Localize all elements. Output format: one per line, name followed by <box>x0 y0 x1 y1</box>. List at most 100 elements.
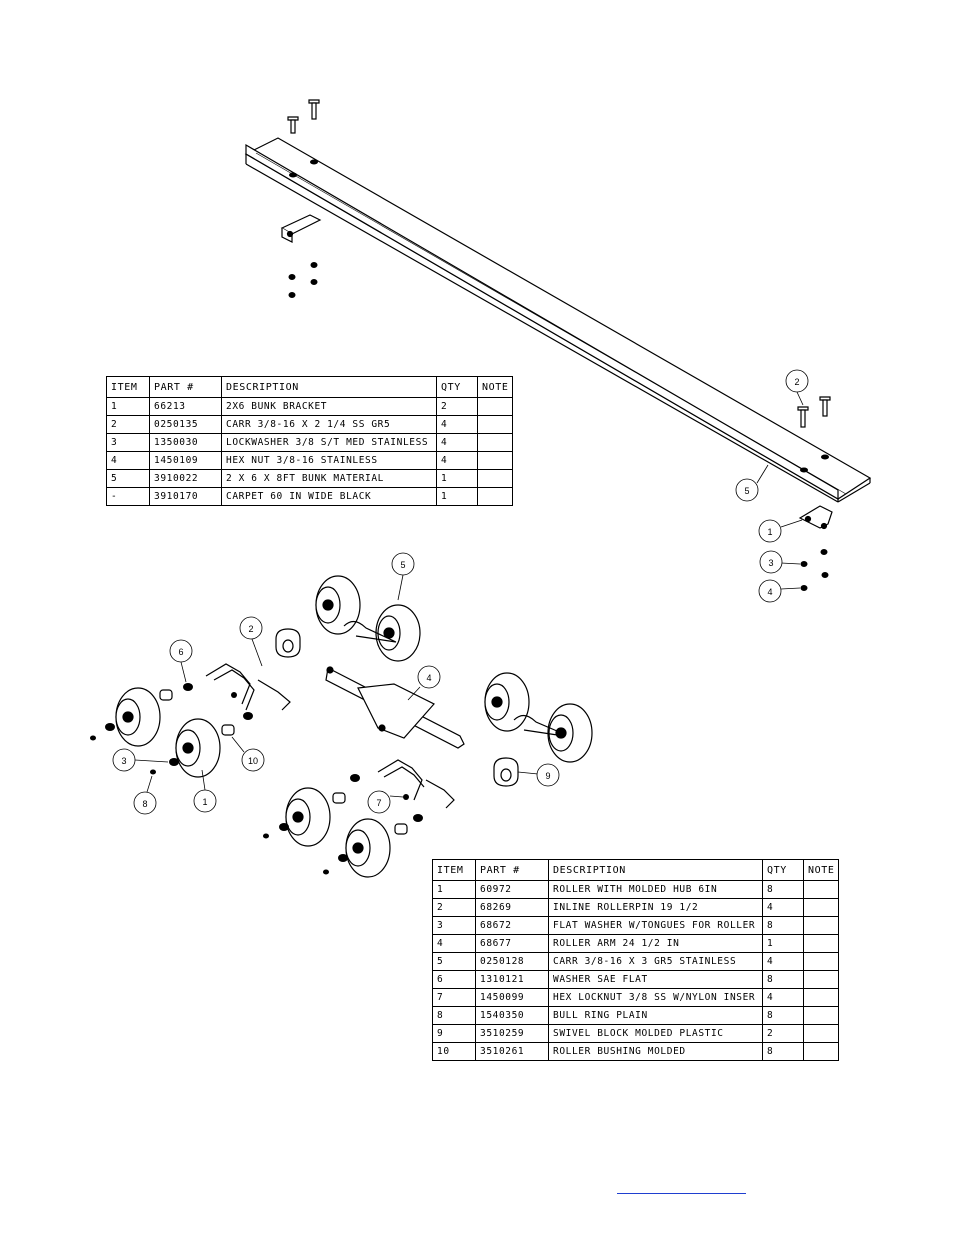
bushings <box>159 689 408 835</box>
footer-link[interactable] <box>617 1181 746 1194</box>
cell-part: 1310121 <box>475 970 549 989</box>
cell-item: 8 <box>432 1006 476 1025</box>
cell-qty: 4 <box>762 952 804 971</box>
bunk-board <box>244 137 872 503</box>
cell-part: 1450109 <box>149 451 222 470</box>
col-item: ITEM <box>106 376 150 398</box>
cell-note <box>802 988 840 1007</box>
svg-text:4: 4 <box>767 587 772 597</box>
table-header-row: ITEM PART # DESCRIPTION QTY NOTE <box>106 376 514 398</box>
bunk-brackets <box>280 214 833 530</box>
col-part: PART # <box>475 859 549 881</box>
cell-description: WASHER SAE FLAT <box>548 970 763 989</box>
col-qty: QTY <box>436 376 478 398</box>
cell-item: 3 <box>106 433 150 452</box>
cell-description: FLAT WASHER W/TONGUES FOR ROLLER <box>548 916 763 935</box>
callout-top-4: 4 <box>758 579 801 603</box>
cell-note <box>476 469 514 488</box>
roller-arm <box>325 666 465 749</box>
callout-bottom-5: 5 <box>391 552 415 601</box>
cell-description: INLINE ROLLERPIN 19 1/2 <box>548 898 763 917</box>
svg-text:2: 2 <box>248 624 253 634</box>
cell-part: 1450099 <box>475 988 549 1007</box>
cell-item: 3 <box>432 916 476 935</box>
cell-part: 60972 <box>475 880 549 899</box>
cell-item: 4 <box>106 451 150 470</box>
cell-note <box>802 880 840 899</box>
col-part: PART # <box>149 376 222 398</box>
cell-description: BULL RING PLAIN <box>548 1006 763 1025</box>
svg-text:1: 1 <box>767 527 772 537</box>
washers-and-nuts <box>288 262 829 591</box>
rollers <box>115 575 593 878</box>
cell-description: SWIVEL BLOCK MOLDED PLASTIC <box>548 1024 763 1043</box>
cell-qty: 4 <box>436 415 478 434</box>
cell-part: 68677 <box>475 934 549 953</box>
cell-part: 68269 <box>475 898 549 917</box>
cell-qty: 2 <box>436 397 478 416</box>
col-description: DESCRIPTION <box>221 376 437 398</box>
cell-part: 0250128 <box>475 952 549 971</box>
callout-bottom-6: 6 <box>169 639 193 683</box>
cell-part: 3510261 <box>475 1042 549 1061</box>
callout-bottom-8: 8 <box>133 775 157 815</box>
cell-qty: 4 <box>436 451 478 470</box>
cell-description: CARR 3/8-16 X 2 1/4 SS GR5 <box>221 415 437 434</box>
cell-note <box>476 487 514 506</box>
cell-item: 9 <box>432 1024 476 1043</box>
cell-part: 1540350 <box>475 1006 549 1025</box>
svg-text:5: 5 <box>400 560 405 570</box>
cell-note <box>476 415 514 434</box>
cell-item: 10 <box>432 1042 476 1061</box>
cell-note <box>802 1042 840 1061</box>
cell-description: ROLLER ARM 24 1/2 IN <box>548 934 763 953</box>
cell-qty: 4 <box>762 898 804 917</box>
svg-text:4: 4 <box>426 673 431 683</box>
svg-text:3: 3 <box>121 756 126 766</box>
cell-qty: 8 <box>762 1042 804 1061</box>
cell-qty: 4 <box>436 433 478 452</box>
cell-part: 1350030 <box>149 433 222 452</box>
cell-note <box>802 916 840 935</box>
svg-text:9: 9 <box>545 771 550 781</box>
cell-part: 3910170 <box>149 487 222 506</box>
callout-bottom-10: 10 <box>231 736 265 772</box>
cell-note <box>802 952 840 971</box>
svg-text:1: 1 <box>202 797 207 807</box>
cell-qty: 1 <box>436 487 478 506</box>
cell-part: 3910022 <box>149 469 222 488</box>
cell-qty: 2 <box>762 1024 804 1043</box>
cell-item: 2 <box>106 415 150 434</box>
cell-part: 68672 <box>475 916 549 935</box>
cell-description: HEX LOCKNUT 3/8 SS W/NYLON INSER <box>548 988 763 1007</box>
swivel-blocks <box>275 628 519 787</box>
col-qty: QTY <box>762 859 804 881</box>
cell-item: - <box>106 487 150 506</box>
cell-description: LOCKWASHER 3/8 S/T MED STAINLESS <box>221 433 437 452</box>
svg-text:6: 6 <box>178 647 183 657</box>
svg-text:8: 8 <box>142 799 147 809</box>
callout-bottom-3: 3 <box>112 748 169 772</box>
cell-note <box>802 1024 840 1043</box>
cell-qty: 8 <box>762 880 804 899</box>
cell-note <box>802 970 840 989</box>
svg-text:3: 3 <box>768 558 773 568</box>
small-washers-nuts <box>90 683 423 875</box>
col-note: NOTE <box>476 376 514 398</box>
svg-text:7: 7 <box>376 798 381 808</box>
